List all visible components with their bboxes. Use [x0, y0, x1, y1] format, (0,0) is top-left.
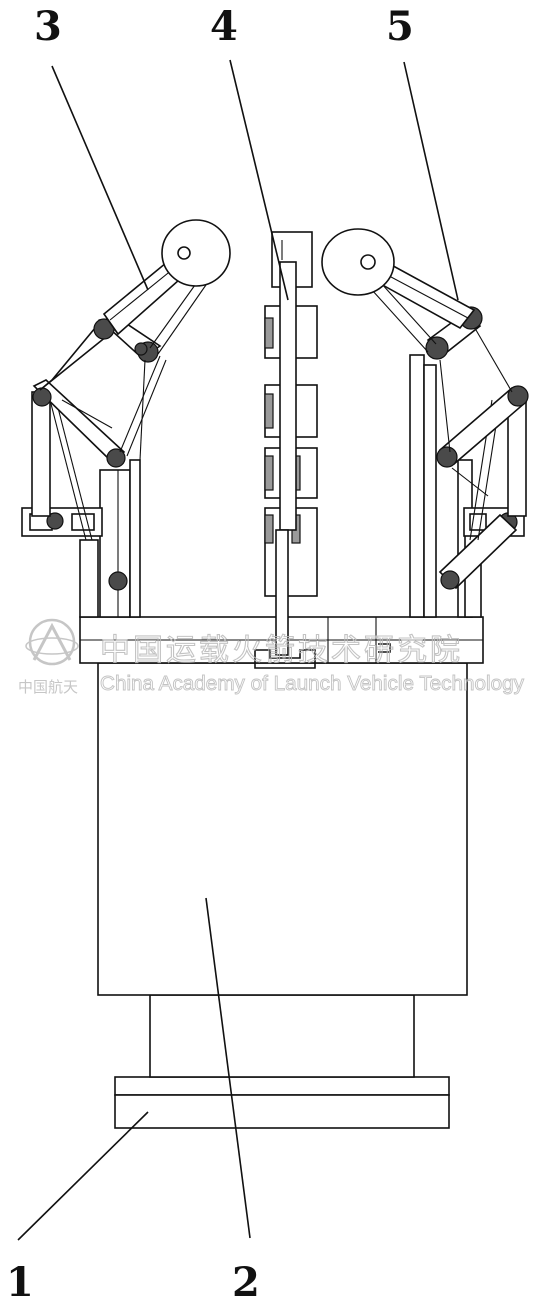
watermark-logo-icon [25, 618, 79, 666]
leader-2 [205, 897, 251, 1239]
neck-column [149, 994, 415, 1078]
watermark: 中国航天 中国运载火箭技术研究院 China Academy of Launch… [18, 618, 524, 696]
watermark-name-cn: 中国运载火箭技术研究院 [100, 633, 463, 668]
leader-5 [403, 61, 459, 301]
right-finger [321, 228, 529, 618]
leader-lines [17, 59, 459, 1241]
callout-2: 2 [232, 1259, 260, 1306]
leader-3 [51, 65, 149, 291]
watermark-name-en: China Academy of Launch Vehicle Technolo… [100, 673, 524, 695]
watermark-logo-caption: 中国航天 [18, 678, 78, 696]
callout-4: 4 [210, 3, 238, 50]
base-flange [114, 1076, 450, 1129]
callout-1: 1 [6, 1259, 34, 1306]
callouts: 3 4 5 1 2 [6, 3, 414, 1306]
leader-4 [229, 59, 289, 301]
left-finger [21, 219, 231, 618]
callout-5: 5 [386, 3, 414, 50]
leader-1 [17, 1111, 149, 1241]
center-finger [264, 231, 318, 656]
callout-3: 3 [34, 3, 62, 50]
main-body [97, 662, 468, 996]
